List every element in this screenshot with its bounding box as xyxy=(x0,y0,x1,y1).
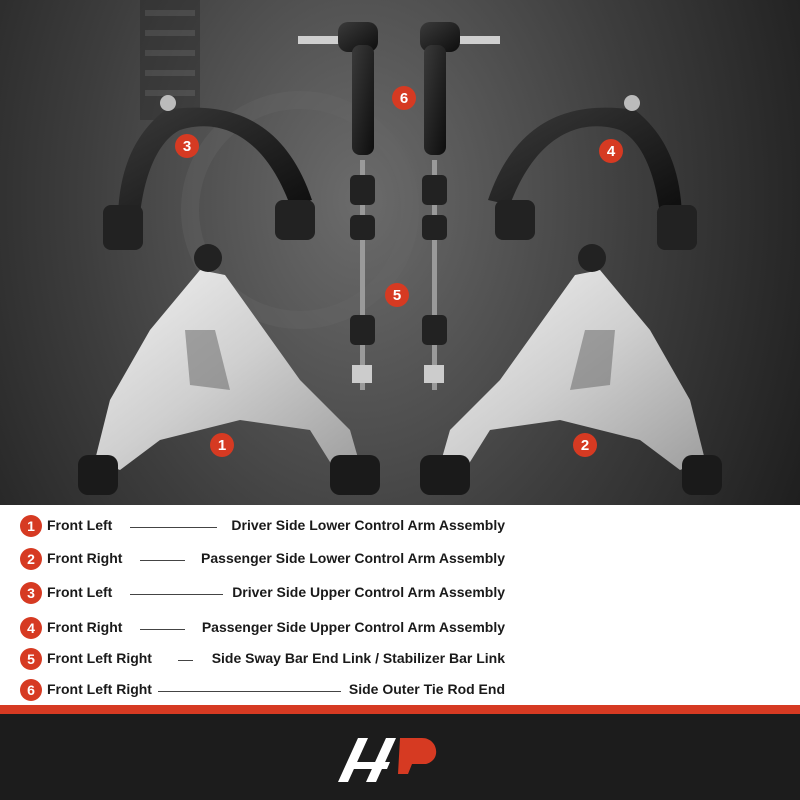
parts-legend: 1 Front Left Driver Side Lower Control A… xyxy=(0,505,800,705)
leader-line xyxy=(158,691,341,692)
accent-stripe xyxy=(0,705,800,714)
callout-1: 1 xyxy=(210,433,234,457)
part-description: Driver Side Lower Control Arm Assembly xyxy=(231,517,505,533)
number-badge: 6 xyxy=(20,679,42,701)
legend-row-6: 6 Front Left Right Side Outer Tie Rod En… xyxy=(20,679,505,703)
callout-6: 6 xyxy=(392,86,416,110)
leader-line xyxy=(140,560,185,561)
number-badge: 5 xyxy=(20,648,42,670)
part-description: Side Outer Tie Rod End xyxy=(348,681,505,697)
position-label: Front Right xyxy=(47,619,123,635)
svg-text:5: 5 xyxy=(393,287,401,304)
sway-bar-link-left xyxy=(350,160,375,390)
number-badge: 2 xyxy=(20,548,42,570)
legend-row-4: 4 Front Right Passenger Side Upper Contr… xyxy=(20,617,505,641)
callout-3: 3 xyxy=(175,134,199,158)
leader-line xyxy=(130,527,217,528)
position-label: Front Left Right xyxy=(47,681,152,697)
upper-control-arm-right xyxy=(488,95,697,250)
brand-logo xyxy=(338,738,437,782)
legend-row-3: 3 Front Left Driver Side Upper Control A… xyxy=(20,582,505,606)
leader-line xyxy=(178,660,193,661)
part-description: Passenger Side Lower Control Arm Assembl… xyxy=(201,550,505,566)
leader-line xyxy=(140,629,185,630)
number-badge: 4 xyxy=(20,617,42,639)
svg-text:2: 2 xyxy=(581,437,589,454)
sway-bar-link-right xyxy=(422,160,447,390)
position-label: Front Right xyxy=(47,550,123,566)
svg-text:6: 6 xyxy=(400,90,408,107)
callout-2: 2 xyxy=(573,433,597,457)
position-label: Front Left xyxy=(47,584,113,600)
part-description: Side Sway Bar End Link / Stabilizer Bar … xyxy=(211,650,505,666)
part-description: Driver Side Upper Control Arm Assembly xyxy=(232,584,505,600)
tie-rod-end-right xyxy=(420,22,500,155)
number-badge: 1 xyxy=(20,515,42,537)
lower-control-arm-left xyxy=(78,244,380,495)
number-badge: 3 xyxy=(20,582,42,604)
legend-row-1: 1 Front Left Driver Side Lower Control A… xyxy=(20,515,505,539)
tie-rod-end-left xyxy=(298,22,378,155)
svg-text:4: 4 xyxy=(607,143,616,160)
svg-text:3: 3 xyxy=(183,138,191,155)
lower-control-arm-right xyxy=(420,244,722,495)
svg-text:1: 1 xyxy=(218,437,226,454)
upper-control-arm-left xyxy=(103,95,315,250)
leader-line xyxy=(130,594,223,595)
position-label: Front Left Right xyxy=(47,650,152,666)
legend-row-5: 5 Front Left Right Side Sway Bar End Lin… xyxy=(20,648,505,672)
parts-illustration: 1 2 3 4 5 6 xyxy=(78,0,722,495)
background-strut xyxy=(140,0,419,329)
callout-5: 5 xyxy=(385,283,409,307)
callout-4: 4 xyxy=(599,139,623,163)
legend-row-2: 2 Front Right Passenger Side Lower Contr… xyxy=(20,548,505,572)
position-label: Front Left xyxy=(47,517,113,533)
part-description: Passenger Side Upper Control Arm Assembl… xyxy=(201,619,505,635)
